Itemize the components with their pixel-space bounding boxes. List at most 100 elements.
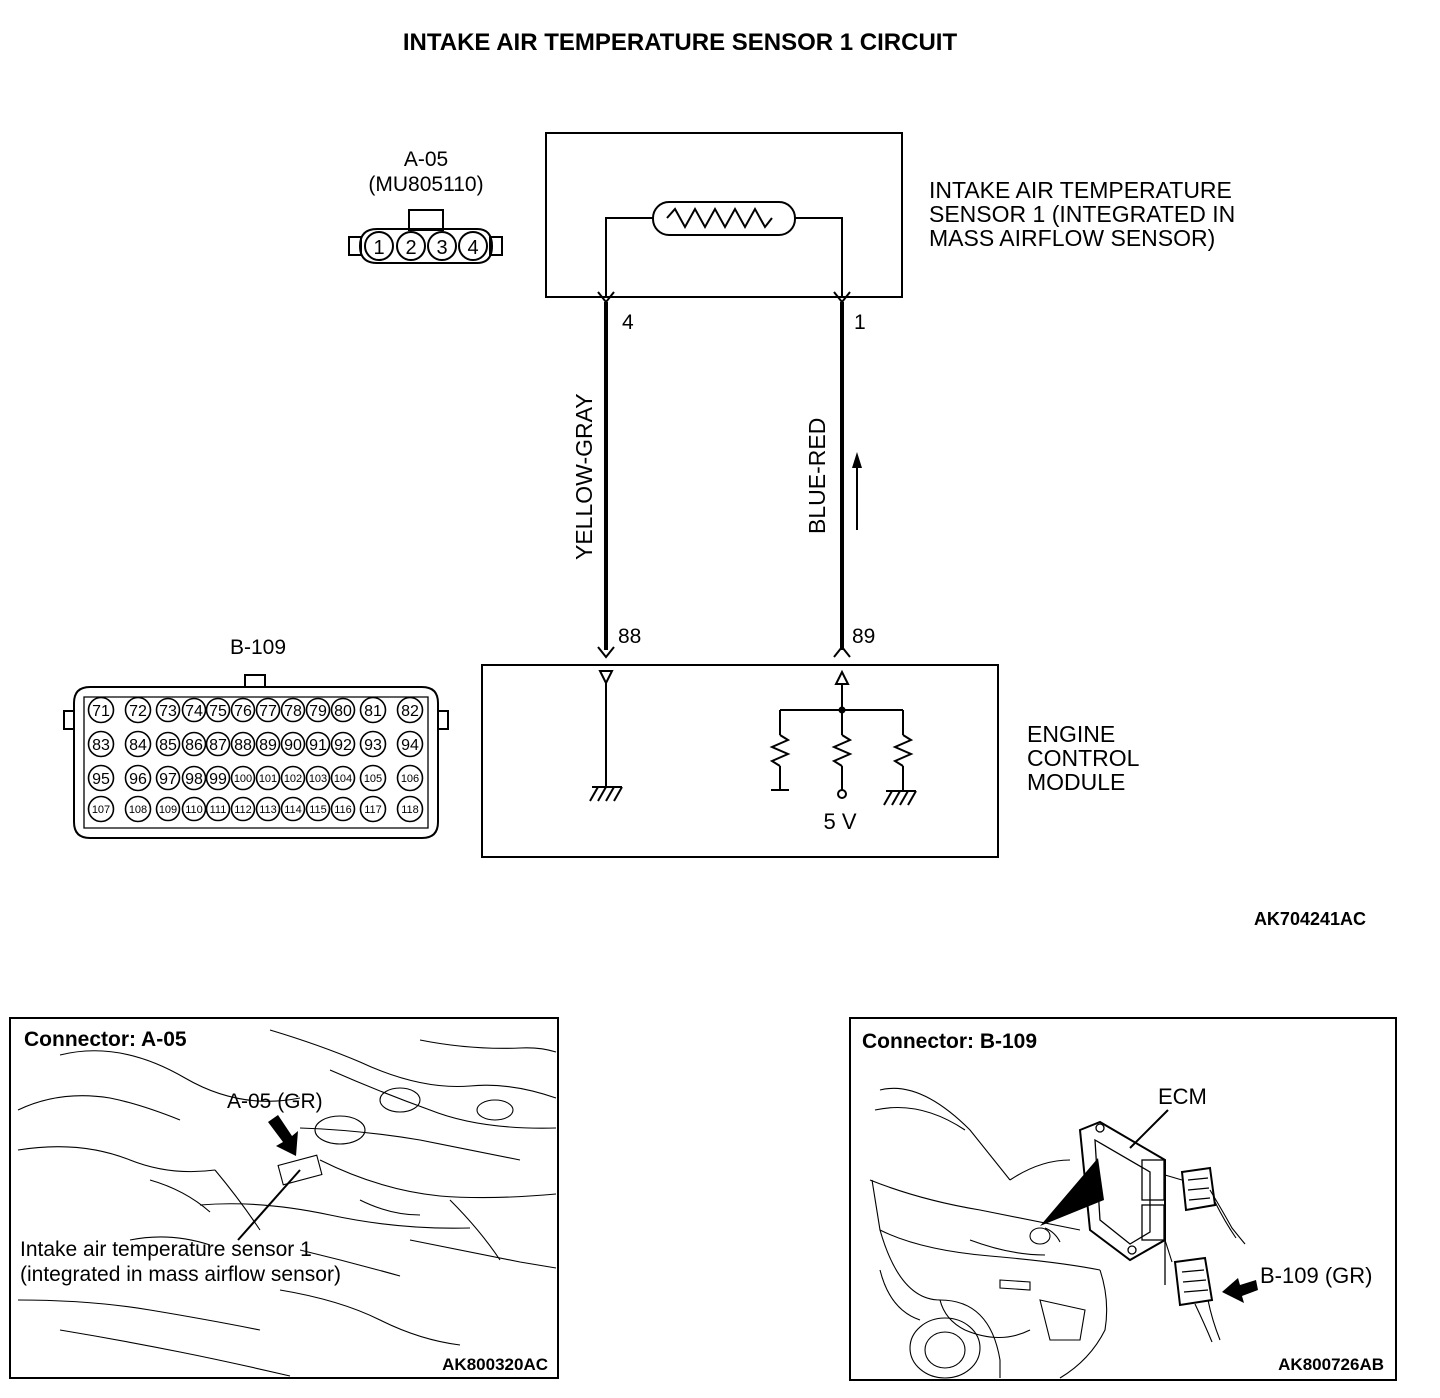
b109-pin	[155, 796, 181, 822]
b109-pin-label: 82	[401, 703, 419, 720]
current-flow-arrow-icon	[852, 452, 862, 530]
b109-pin	[87, 795, 115, 823]
connector-a05-pins: 1 2 3 4	[364, 231, 488, 261]
b109-pin	[255, 731, 281, 757]
b109-pin-label: 71	[92, 703, 110, 720]
connector-a05-part: (MU805110)	[368, 173, 483, 196]
ecm-label-1: ENGINE	[1027, 721, 1115, 747]
wire-yellow-gray: 4 YELLOW-GRAY 88	[571, 302, 641, 650]
b109-pin	[330, 697, 356, 723]
b109-pin-label: 94	[401, 737, 419, 754]
b109-pin	[124, 764, 152, 792]
wire-blue-red: 1 BLUE-RED 89	[804, 302, 875, 650]
a05-pin	[427, 231, 457, 261]
ecm-unit-illustration	[1078, 1120, 1246, 1343]
panel-connector-a05: Connector: A-05 A-05 (GR) Intake air tem…	[9, 1017, 559, 1379]
b109-pin	[155, 765, 181, 791]
b109-pin-label: 80	[334, 703, 352, 720]
b109-pin	[124, 730, 152, 758]
b109-pin	[280, 731, 306, 757]
b109-pin-label: 105	[364, 773, 382, 785]
b109-pin	[205, 765, 231, 791]
diagram-title: INTAKE AIR TEMPERATURE SENSOR 1 CIRCUIT	[403, 29, 958, 56]
b109-pin-label: 89	[259, 737, 277, 754]
b109-pin	[181, 765, 207, 791]
b109-pin	[396, 730, 424, 758]
diagram-code: AK704241AC	[1254, 909, 1366, 929]
b109-pin-label: 99	[209, 771, 227, 788]
b109-pin	[230, 765, 256, 791]
b109-pin-label: 84	[129, 737, 147, 754]
ecm-pin-89-label: 89	[852, 625, 875, 648]
b109-pin-label: 75	[209, 703, 227, 720]
a05-pin-label: 3	[436, 237, 447, 259]
b109-pin-label: 104	[334, 773, 352, 785]
b109-pin	[255, 765, 281, 791]
b109-pin	[255, 697, 281, 723]
b109-pin	[87, 764, 115, 792]
ground-icon	[883, 790, 917, 806]
panel-b109-code: AK800726AB	[1278, 1355, 1384, 1374]
b109-pin-label: 98	[185, 771, 203, 788]
ecm-label-3: MODULE	[1027, 769, 1125, 795]
b109-pin-label: 72	[129, 703, 147, 720]
b109-pin-label: 79	[309, 703, 327, 720]
b109-pin-label: 97	[159, 771, 177, 788]
b109-pin-label: 116	[334, 804, 352, 816]
b109-pin-label: 113	[259, 804, 277, 816]
b109-pin	[280, 697, 306, 723]
connector-a05-id: A-05	[404, 148, 448, 171]
ecm-label-2: CONTROL	[1027, 745, 1140, 771]
panel-b109-ecm-label: ECM	[1158, 1084, 1207, 1109]
b109-pin-label: 114	[284, 804, 302, 816]
b109-pin	[155, 697, 181, 723]
b109-pin	[255, 796, 281, 822]
b109-pin	[330, 765, 356, 791]
b109-pin	[396, 696, 424, 724]
panel-a05-caption-1: Intake air temperature sensor 1	[20, 1238, 312, 1261]
b109-pin	[305, 765, 331, 791]
b109-pin	[359, 730, 387, 758]
sensor-label-1: INTAKE AIR TEMPERATURE	[929, 177, 1232, 203]
b109-pin	[230, 697, 256, 723]
b109-pin-label: 117	[364, 804, 382, 816]
b109-pin-label: 83	[92, 737, 110, 754]
b109-pin-label: 86	[185, 737, 203, 754]
b109-pin	[181, 697, 207, 723]
b109-pin	[87, 696, 115, 724]
a05-pin-label: 1	[373, 237, 384, 259]
b109-pin	[87, 730, 115, 758]
b109-pin	[124, 795, 152, 823]
b109-pin	[330, 796, 356, 822]
b109-pin	[280, 796, 306, 822]
thermistor-symbol	[652, 201, 796, 236]
panel-connector-b109: Connector: B-109	[849, 1017, 1397, 1381]
b109-pin	[181, 796, 207, 822]
car-illustration	[869, 1087, 1108, 1379]
sensor-label-3: MASS AIRFLOW SENSOR)	[929, 225, 1215, 251]
wire-color-yellow-gray: YELLOW-GRAY	[571, 393, 597, 560]
b109-pin	[205, 731, 231, 757]
sensor-pin-1-label: 1	[854, 311, 866, 334]
a05-pin	[396, 231, 426, 261]
b109-pin-label: 93	[364, 737, 382, 754]
panel-a05-callout: A-05 (GR)	[227, 1090, 323, 1113]
resistor-icon	[892, 734, 914, 767]
b109-pin	[181, 731, 207, 757]
b109-pin-label: 76	[234, 703, 252, 720]
b109-pin-label: 110	[185, 804, 203, 816]
b109-pin	[396, 764, 424, 792]
connector-b109-id: B-109	[230, 636, 286, 659]
b109-pin-label: 100	[234, 773, 252, 785]
resistor-icon	[769, 734, 791, 767]
b109-pin-label: 91	[309, 737, 327, 754]
b109-pin	[396, 795, 424, 823]
b109-pin-label: 115	[309, 804, 327, 816]
sensor-box: INTAKE AIR TEMPERATURE SENSOR 1 (INTEGRA…	[545, 132, 1235, 298]
a05-pin-label: 2	[405, 237, 416, 259]
a05-pin	[364, 231, 394, 261]
b109-pin-label: 101	[259, 773, 277, 785]
